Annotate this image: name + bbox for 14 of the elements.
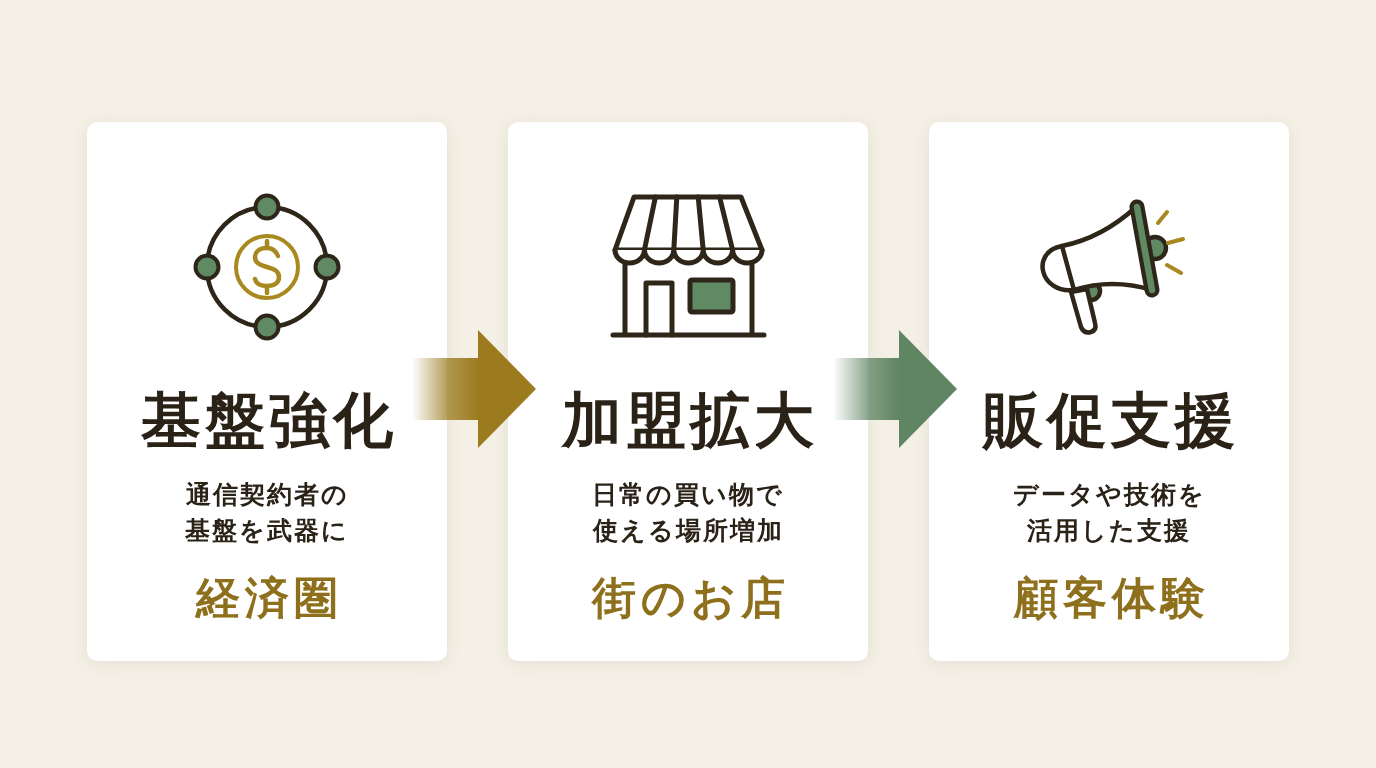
- card-title: 加盟拡大: [560, 388, 818, 452]
- card-keyword: 経済圏: [194, 572, 343, 624]
- card-keyword: 顧客体験: [1012, 572, 1210, 624]
- step-card: [508, 122, 868, 661]
- card-keyword: 街のお店: [590, 572, 790, 624]
- step-card: [929, 122, 1289, 661]
- card-description: 通信契約者の基盤を武器に: [184, 479, 350, 547]
- card-description: データや技術を活用した支援: [1012, 479, 1206, 547]
- block-arrow: [412, 330, 536, 448]
- block-arrow: [833, 330, 957, 448]
- card-title: 販促支援: [981, 388, 1239, 452]
- card-title: 基盤強化: [140, 388, 397, 452]
- card-description: 日常の買い物で使える場所増加: [591, 479, 785, 547]
- step-card: [87, 122, 447, 661]
